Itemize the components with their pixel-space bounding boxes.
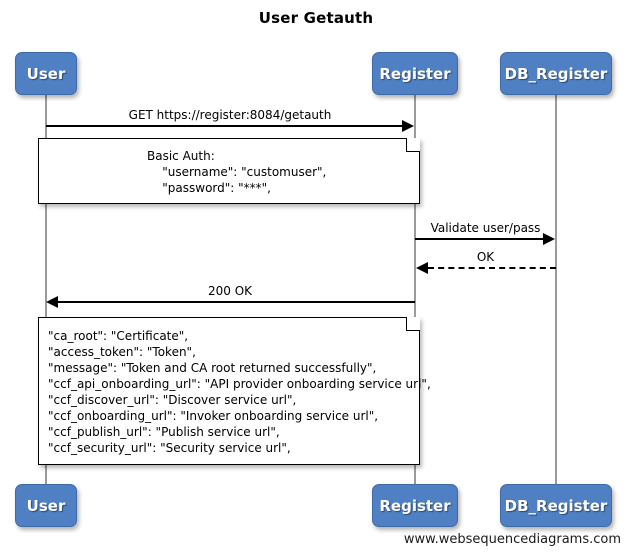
participant-label: User [26, 496, 66, 515]
participant-label: DB_Register [504, 64, 608, 83]
note-fold-corner-icon [406, 317, 420, 331]
message-label-get-getauth: GET https://register:8084/getauth [128, 108, 332, 122]
message-line-validate-user-pass [415, 238, 544, 240]
participant-db-register-top[interactable]: DB_Register [500, 52, 612, 95]
message-arrowhead-ok [416, 262, 428, 274]
participant-user-bottom[interactable]: User [15, 484, 77, 527]
participant-register-top[interactable]: Register [372, 52, 458, 95]
message-label-ok: OK [476, 250, 495, 264]
participant-label: DB_Register [504, 496, 608, 515]
message-line-200-ok [58, 301, 415, 303]
participant-label: Register [379, 64, 451, 83]
lifeline-user [45, 95, 47, 485]
note-fold-corner-icon [406, 138, 420, 152]
message-label-200-ok: 200 OK [207, 284, 253, 298]
footer-watermark: www.websequencediagrams.com [403, 532, 621, 547]
message-label-validate-user-pass: Validate user/pass [430, 221, 541, 235]
participant-label: User [26, 64, 66, 83]
participant-user-top[interactable]: User [15, 52, 77, 95]
note-basic-auth-text: Basic Auth: "username": "customuser", "p… [147, 149, 327, 195]
message-line-get-getauth [46, 125, 404, 127]
lifeline-db-register [555, 95, 557, 485]
message-arrowhead-validate-user-pass [543, 233, 555, 245]
participant-label: Register [379, 496, 451, 515]
note-response-payload: "ca_root": "Certificate", "access_token"… [38, 317, 431, 465]
message-line-ok [428, 267, 556, 269]
participant-register-bottom[interactable]: Register [372, 484, 458, 527]
participant-db-register-bottom[interactable]: DB_Register [500, 484, 612, 527]
note-basic-auth: Basic Auth: "username": "customuser", "p… [38, 138, 420, 204]
page-title: User Getauth [258, 9, 374, 27]
lifeline-register [414, 95, 416, 485]
note-response-payload-text: "ca_root": "Certificate", "access_token"… [48, 329, 431, 455]
message-arrowhead-get-getauth [402, 120, 414, 132]
message-arrowhead-200-ok [46, 296, 58, 308]
